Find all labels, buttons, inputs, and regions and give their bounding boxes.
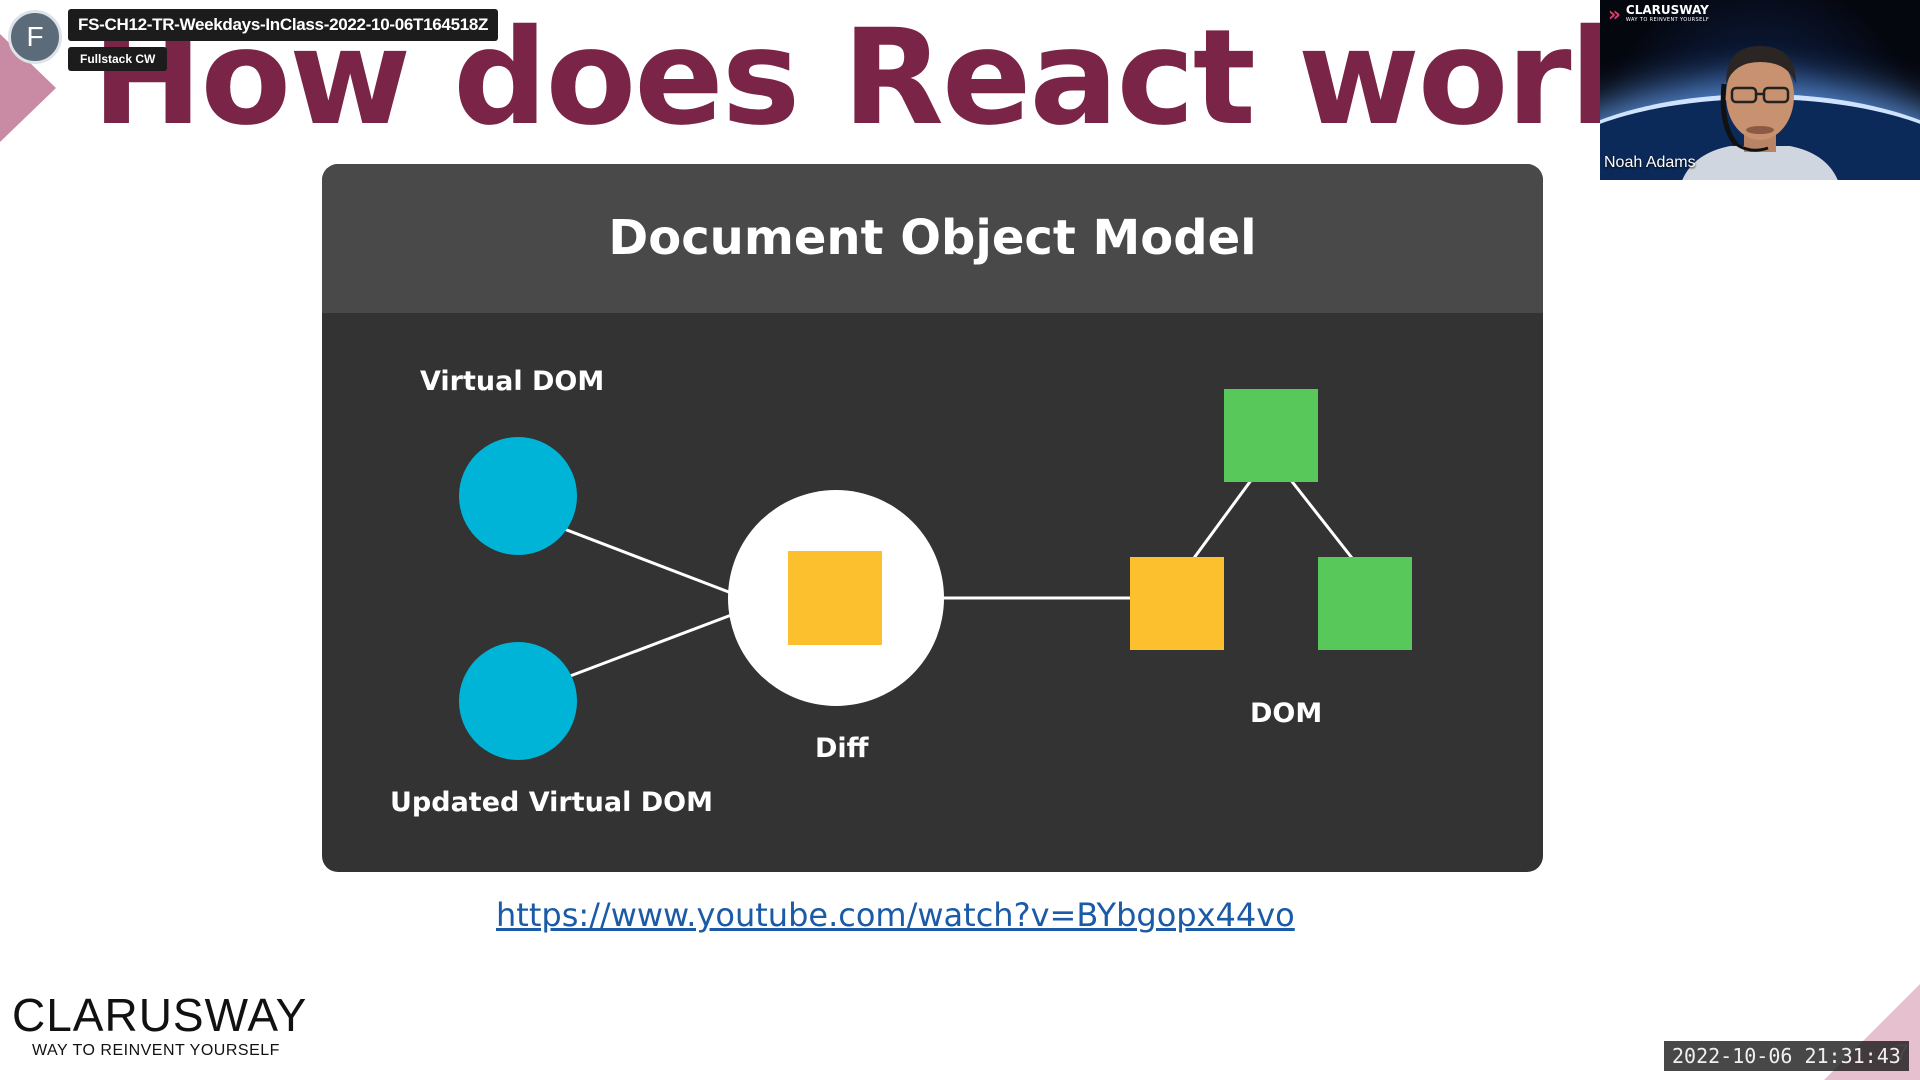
youtube-link[interactable]: https://www.youtube.com/watch?v=BYbgopx4…	[496, 896, 1295, 934]
recording-avatar[interactable]: F	[8, 10, 62, 64]
participant-video-icon	[1682, 46, 1838, 180]
webcam-brand-name: CLARUSWAY	[1625, 3, 1709, 17]
diff-label: Diff	[815, 733, 869, 764]
virtual-dom-label: Virtual DOM	[420, 366, 605, 397]
webcam-tile: » CLARUSWAY WAY TO REINVENT YOURSELF Noa…	[1600, 0, 1920, 180]
updated-virtual-dom-node	[459, 642, 577, 760]
logo-tagline: WAY TO REINVENT YOURSELF	[32, 1042, 280, 1059]
diagram-title: Document Object Model	[608, 210, 1257, 266]
webcam-brand-logo: » CLARUSWAY WAY TO REINVENT YOURSELF	[1608, 2, 1710, 26]
dom-changed-node	[1130, 557, 1224, 650]
webcam-brand-tagline: WAY TO REINVENT YOURSELF	[1625, 17, 1710, 24]
participant-name: Noah Adams	[1604, 154, 1696, 171]
clarusway-logo: CLARUSWAY WAY TO REINVENT YOURSELF	[12, 992, 307, 1060]
connector-dom-root-right	[1288, 478, 1354, 559]
diff-changed-node	[788, 551, 882, 645]
dom-root-node	[1224, 389, 1318, 482]
dom-diagram: Document Object Model Virtual DOM Update…	[322, 164, 1543, 872]
diagram-graphic	[459, 389, 1412, 760]
logo-name: CLARUSWAY	[12, 989, 308, 1041]
updated-virtual-dom-label: Updated Virtual DOM	[390, 787, 713, 818]
connector-dom-root-left	[1192, 478, 1254, 559]
recording-title: FS-CH12-TR-Weekdays-InClass-2022-10-06T1…	[68, 9, 499, 41]
virtual-dom-node	[459, 437, 577, 555]
dom-label: DOM	[1250, 698, 1323, 729]
brand-chevron-icon: »	[1608, 2, 1621, 26]
recording-timestamp: 2022-10-06 21:31:43	[1664, 1041, 1909, 1071]
diagram-header: Document Object Model	[322, 164, 1543, 313]
recording-owner: Fullstack CW	[68, 47, 168, 71]
dom-child-node	[1318, 557, 1412, 650]
